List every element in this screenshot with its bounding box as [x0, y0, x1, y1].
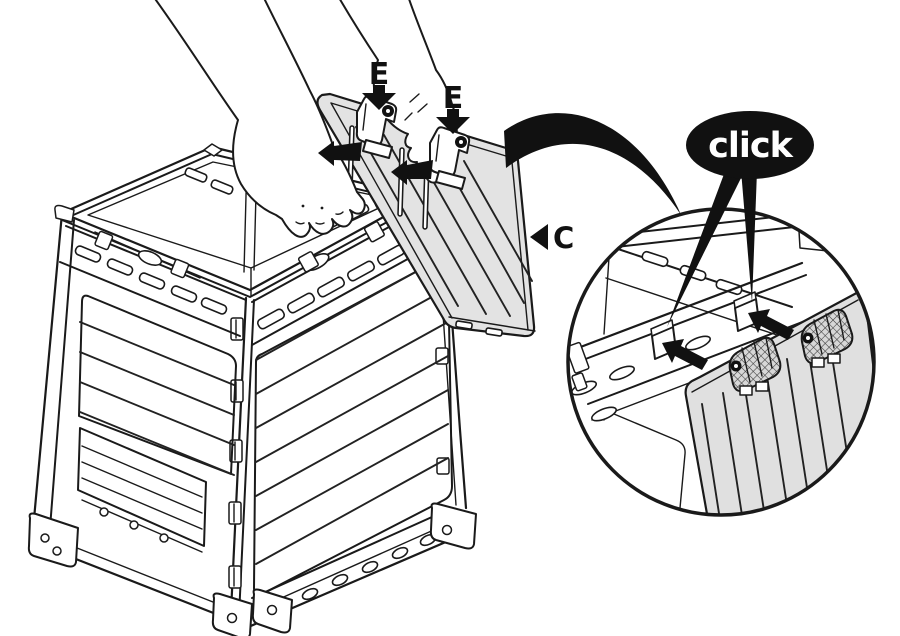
part-label-c: C [553, 221, 574, 255]
down-arrow-icon [436, 117, 470, 134]
swoosh-arrow-icon [504, 113, 681, 215]
left-top-band [59, 225, 247, 337]
down-arrow-icon [373, 85, 385, 94]
label-c: C [530, 221, 574, 255]
down-arrow-icon [447, 109, 459, 118]
callout-pointer [741, 170, 757, 303]
insert-arrow-icon [318, 141, 362, 166]
detail-magnifier [566, 207, 876, 517]
snap-arrow-icon [748, 309, 794, 340]
callout-pointer [667, 166, 744, 327]
part-label-e2: E [443, 81, 464, 116]
down-arrow-icon [362, 93, 396, 110]
bottom-hatch-opening [77, 427, 207, 547]
label-e-first: E [362, 57, 396, 110]
left-triangle-icon [530, 224, 548, 250]
snap-arrow-icon [662, 339, 708, 370]
click-callout: click [667, 111, 814, 327]
panel-c [316, 92, 536, 338]
feet [211, 502, 477, 636]
part-label-e1: E [369, 57, 390, 92]
left-face-panel [77, 294, 237, 553]
insert-arrow-icon [391, 160, 433, 185]
click-text: click [708, 126, 793, 166]
callout-bubble [686, 111, 814, 179]
label-e-second: E [436, 81, 470, 134]
